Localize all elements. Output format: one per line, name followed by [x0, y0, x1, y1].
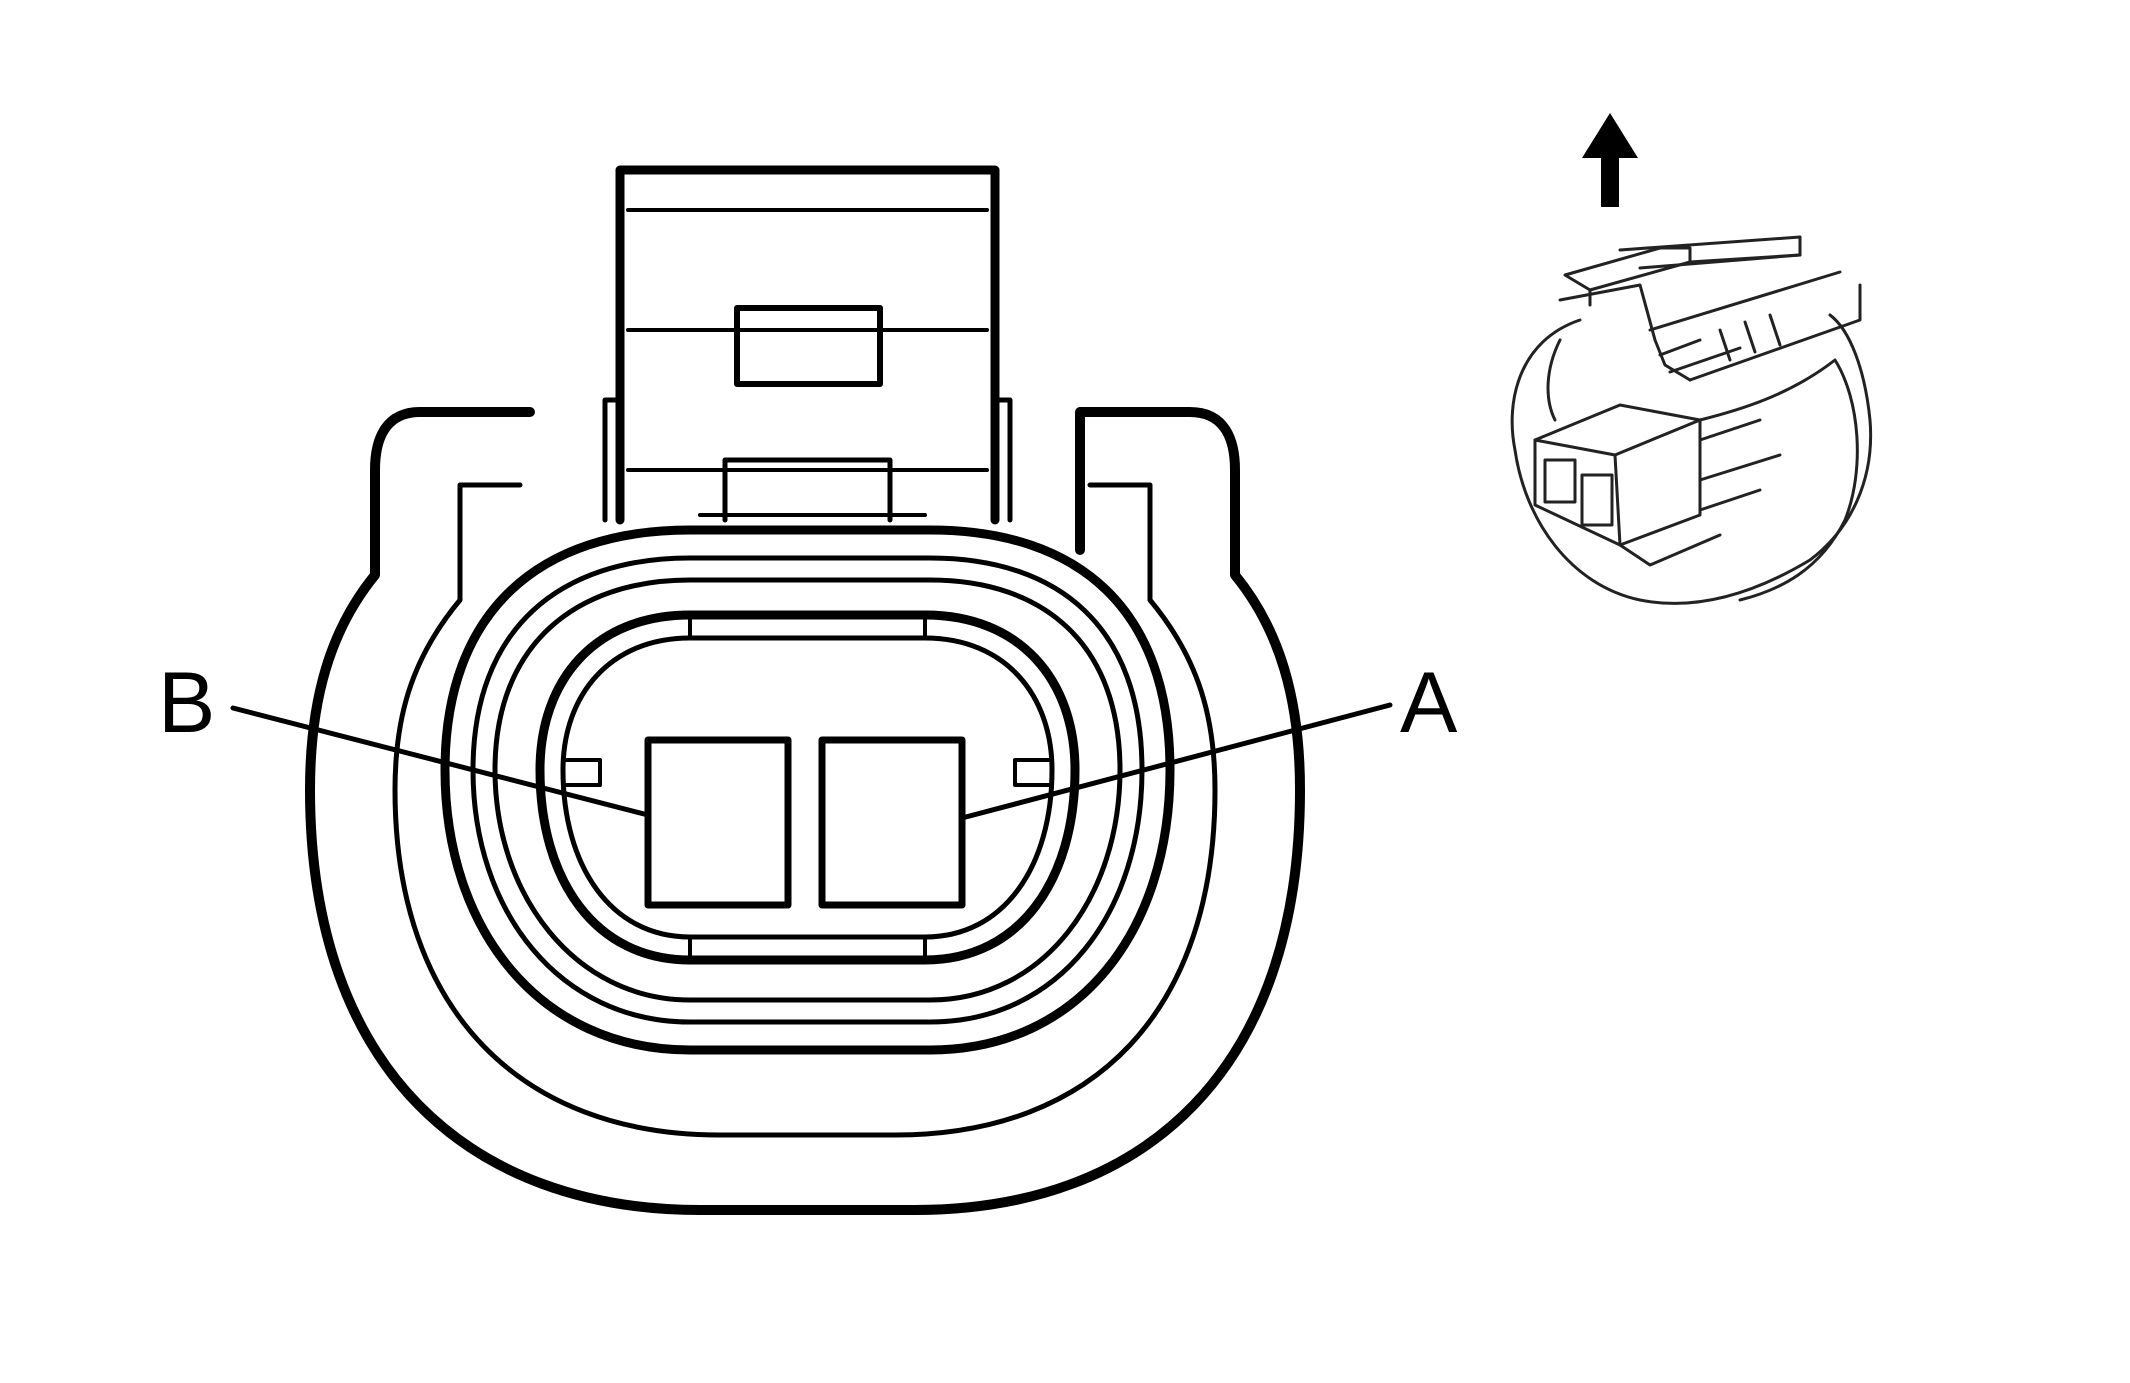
seal-ring-middle — [470, 555, 1145, 1025]
leader-line-a — [959, 702, 1393, 821]
terminal-b — [644, 736, 792, 909]
terminal-cavity-inner — [560, 635, 1055, 940]
pin-label-b: B — [158, 655, 215, 751]
terminal-a — [818, 736, 966, 909]
connector-isometric-thumbnail — [1510, 235, 1873, 605]
locking-latch — [602, 165, 1013, 525]
terminal-cavity-outer — [535, 610, 1080, 965]
outer-housing — [305, 407, 1305, 1215]
pin-label-a: A — [1400, 655, 1458, 751]
arrow-up-icon — [1582, 113, 1638, 207]
seal-ring-inner — [492, 577, 1123, 1003]
connector-face-view — [230, 165, 1393, 1215]
leader-line-b — [230, 705, 651, 818]
outer-housing-inner-edge — [392, 482, 1218, 1138]
seal-ring-outer — [440, 525, 1175, 1055]
